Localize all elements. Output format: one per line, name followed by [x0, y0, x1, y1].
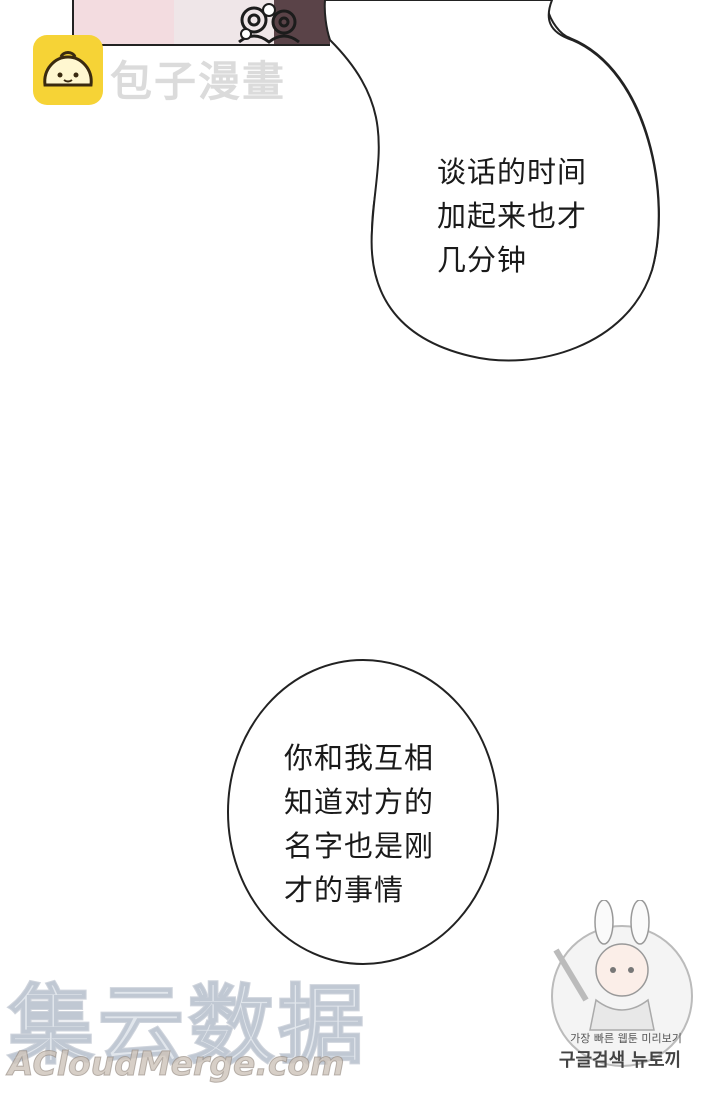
bubble-1-line-2: 加起来也才 — [437, 199, 588, 233]
top-brand-watermark: 包子漫畫 — [110, 57, 287, 106]
bottom-brand-watermark-en: ACloudMerge.com — [8, 1044, 345, 1084]
korean-watermark-small: 가장 빠른 웹툰 미리보기 — [570, 1032, 682, 1045]
ornament-decoration — [238, 3, 300, 44]
bubble-2-line-3: 名字也是刚 — [284, 829, 435, 863]
bubble-2-line-2: 知道对方的 — [284, 785, 435, 819]
bubble-1-line-3: 几分钟 — [437, 243, 528, 277]
bottom-brand-watermark-cn: 集云数据 — [7, 975, 368, 1077]
steamed-bun-icon — [33, 35, 103, 105]
bunny-mascot-icon — [551, 900, 693, 1067]
bubble-1-line-1: 谈话的时间 — [437, 155, 588, 189]
bubble-2-line-4: 才的事情 — [284, 873, 405, 907]
speech-bubble-2-text: 你和我互相 知道对方的 名字也是刚 才的事情 — [284, 736, 434, 912]
bubble-2-line-1: 你和我互相 — [284, 741, 435, 775]
korean-watermark-big: 구글검색 뉴토끼 — [558, 1050, 682, 1071]
speech-bubble-2-outline — [227, 659, 499, 965]
speech-bubble-1-body — [323, 0, 660, 362]
speech-bubble-1-text: 谈话的时间 加起来也才 几分钟 — [437, 150, 587, 282]
